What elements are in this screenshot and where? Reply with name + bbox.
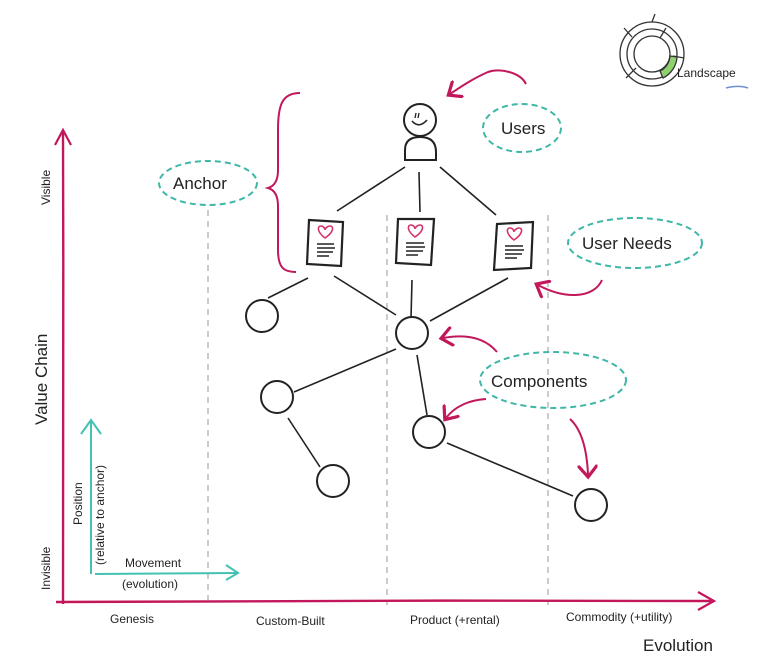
movement-legend-arrowhead bbox=[225, 564, 240, 581]
stage-label-custom-built: Custom-Built bbox=[256, 614, 325, 628]
link-need2-c2 bbox=[410, 279, 413, 319]
position-legend-arrowhead bbox=[80, 418, 102, 435]
link-need1-c1 bbox=[267, 277, 309, 299]
anchor-brace bbox=[264, 92, 301, 273]
link-need1-c2 bbox=[333, 275, 397, 316]
x-axis bbox=[55, 599, 713, 604]
component-node[interactable] bbox=[412, 415, 446, 449]
stage-label-product: Product (+rental) bbox=[410, 613, 500, 627]
heart-document-icon[interactable] bbox=[305, 218, 345, 268]
y-axis-bottom-label: Invisible bbox=[39, 546, 53, 590]
movement-legend-arrow bbox=[94, 572, 237, 575]
components-pointer-arrow-1 bbox=[443, 336, 498, 353]
users-callout-bubble bbox=[482, 103, 562, 153]
y-axis-top-label: Visible bbox=[39, 170, 53, 205]
anchor-callout-bubble bbox=[158, 160, 258, 206]
link-user-need2 bbox=[418, 171, 421, 213]
y-axis-arrowhead bbox=[54, 127, 72, 146]
component-node[interactable] bbox=[260, 380, 294, 414]
link-c3-c5 bbox=[287, 417, 321, 468]
user-needs-callout-bubble bbox=[567, 217, 703, 269]
landscape-label: Landscape bbox=[677, 66, 736, 80]
components-pointer-arrow-2 bbox=[446, 398, 487, 418]
link-c2-c4 bbox=[416, 354, 428, 416]
component-node[interactable] bbox=[245, 299, 279, 333]
users-callout-label: Users bbox=[501, 119, 545, 138]
position-legend-sublabel: (relative to anchor) bbox=[93, 465, 107, 565]
movement-legend-sublabel: (evolution) bbox=[122, 577, 178, 591]
position-legend-label: Position bbox=[71, 482, 85, 525]
x-axis-title: Evolution bbox=[643, 636, 713, 655]
anchor-callout-label: Anchor bbox=[173, 174, 227, 193]
map-links bbox=[267, 166, 574, 497]
stage-label-genesis: Genesis bbox=[110, 612, 154, 626]
component-node[interactable] bbox=[395, 316, 429, 350]
link-need3-c2 bbox=[429, 277, 509, 322]
components-callout-label: Components bbox=[491, 372, 587, 391]
user-needs-callout-label: User Needs bbox=[582, 234, 672, 253]
component-node[interactable] bbox=[574, 488, 608, 522]
link-user-need3 bbox=[439, 166, 497, 216]
landscape-underline bbox=[725, 85, 749, 89]
y-axis-title: Value Chain bbox=[32, 334, 51, 425]
link-c4-c6 bbox=[446, 442, 574, 497]
y-axis bbox=[61, 131, 65, 605]
link-user-need1 bbox=[336, 166, 406, 212]
movement-legend-label: Movement bbox=[125, 556, 182, 570]
stage-label-commodity: Commodity (+utility) bbox=[566, 610, 672, 624]
users-pointer-arrow bbox=[450, 69, 527, 95]
heart-document-icon[interactable] bbox=[492, 220, 535, 272]
x-axis-arrowhead bbox=[697, 591, 717, 611]
landscape-ring-icon bbox=[619, 13, 685, 87]
components-callout-bubble bbox=[479, 351, 627, 409]
user-needs-pointer-arrow bbox=[538, 280, 603, 295]
component-node[interactable] bbox=[316, 464, 350, 498]
components-pointer-arrow-3 bbox=[569, 418, 588, 475]
link-c2-c3 bbox=[293, 348, 397, 393]
user-figure-icon[interactable] bbox=[403, 103, 437, 161]
heart-document-icon[interactable] bbox=[394, 217, 436, 267]
